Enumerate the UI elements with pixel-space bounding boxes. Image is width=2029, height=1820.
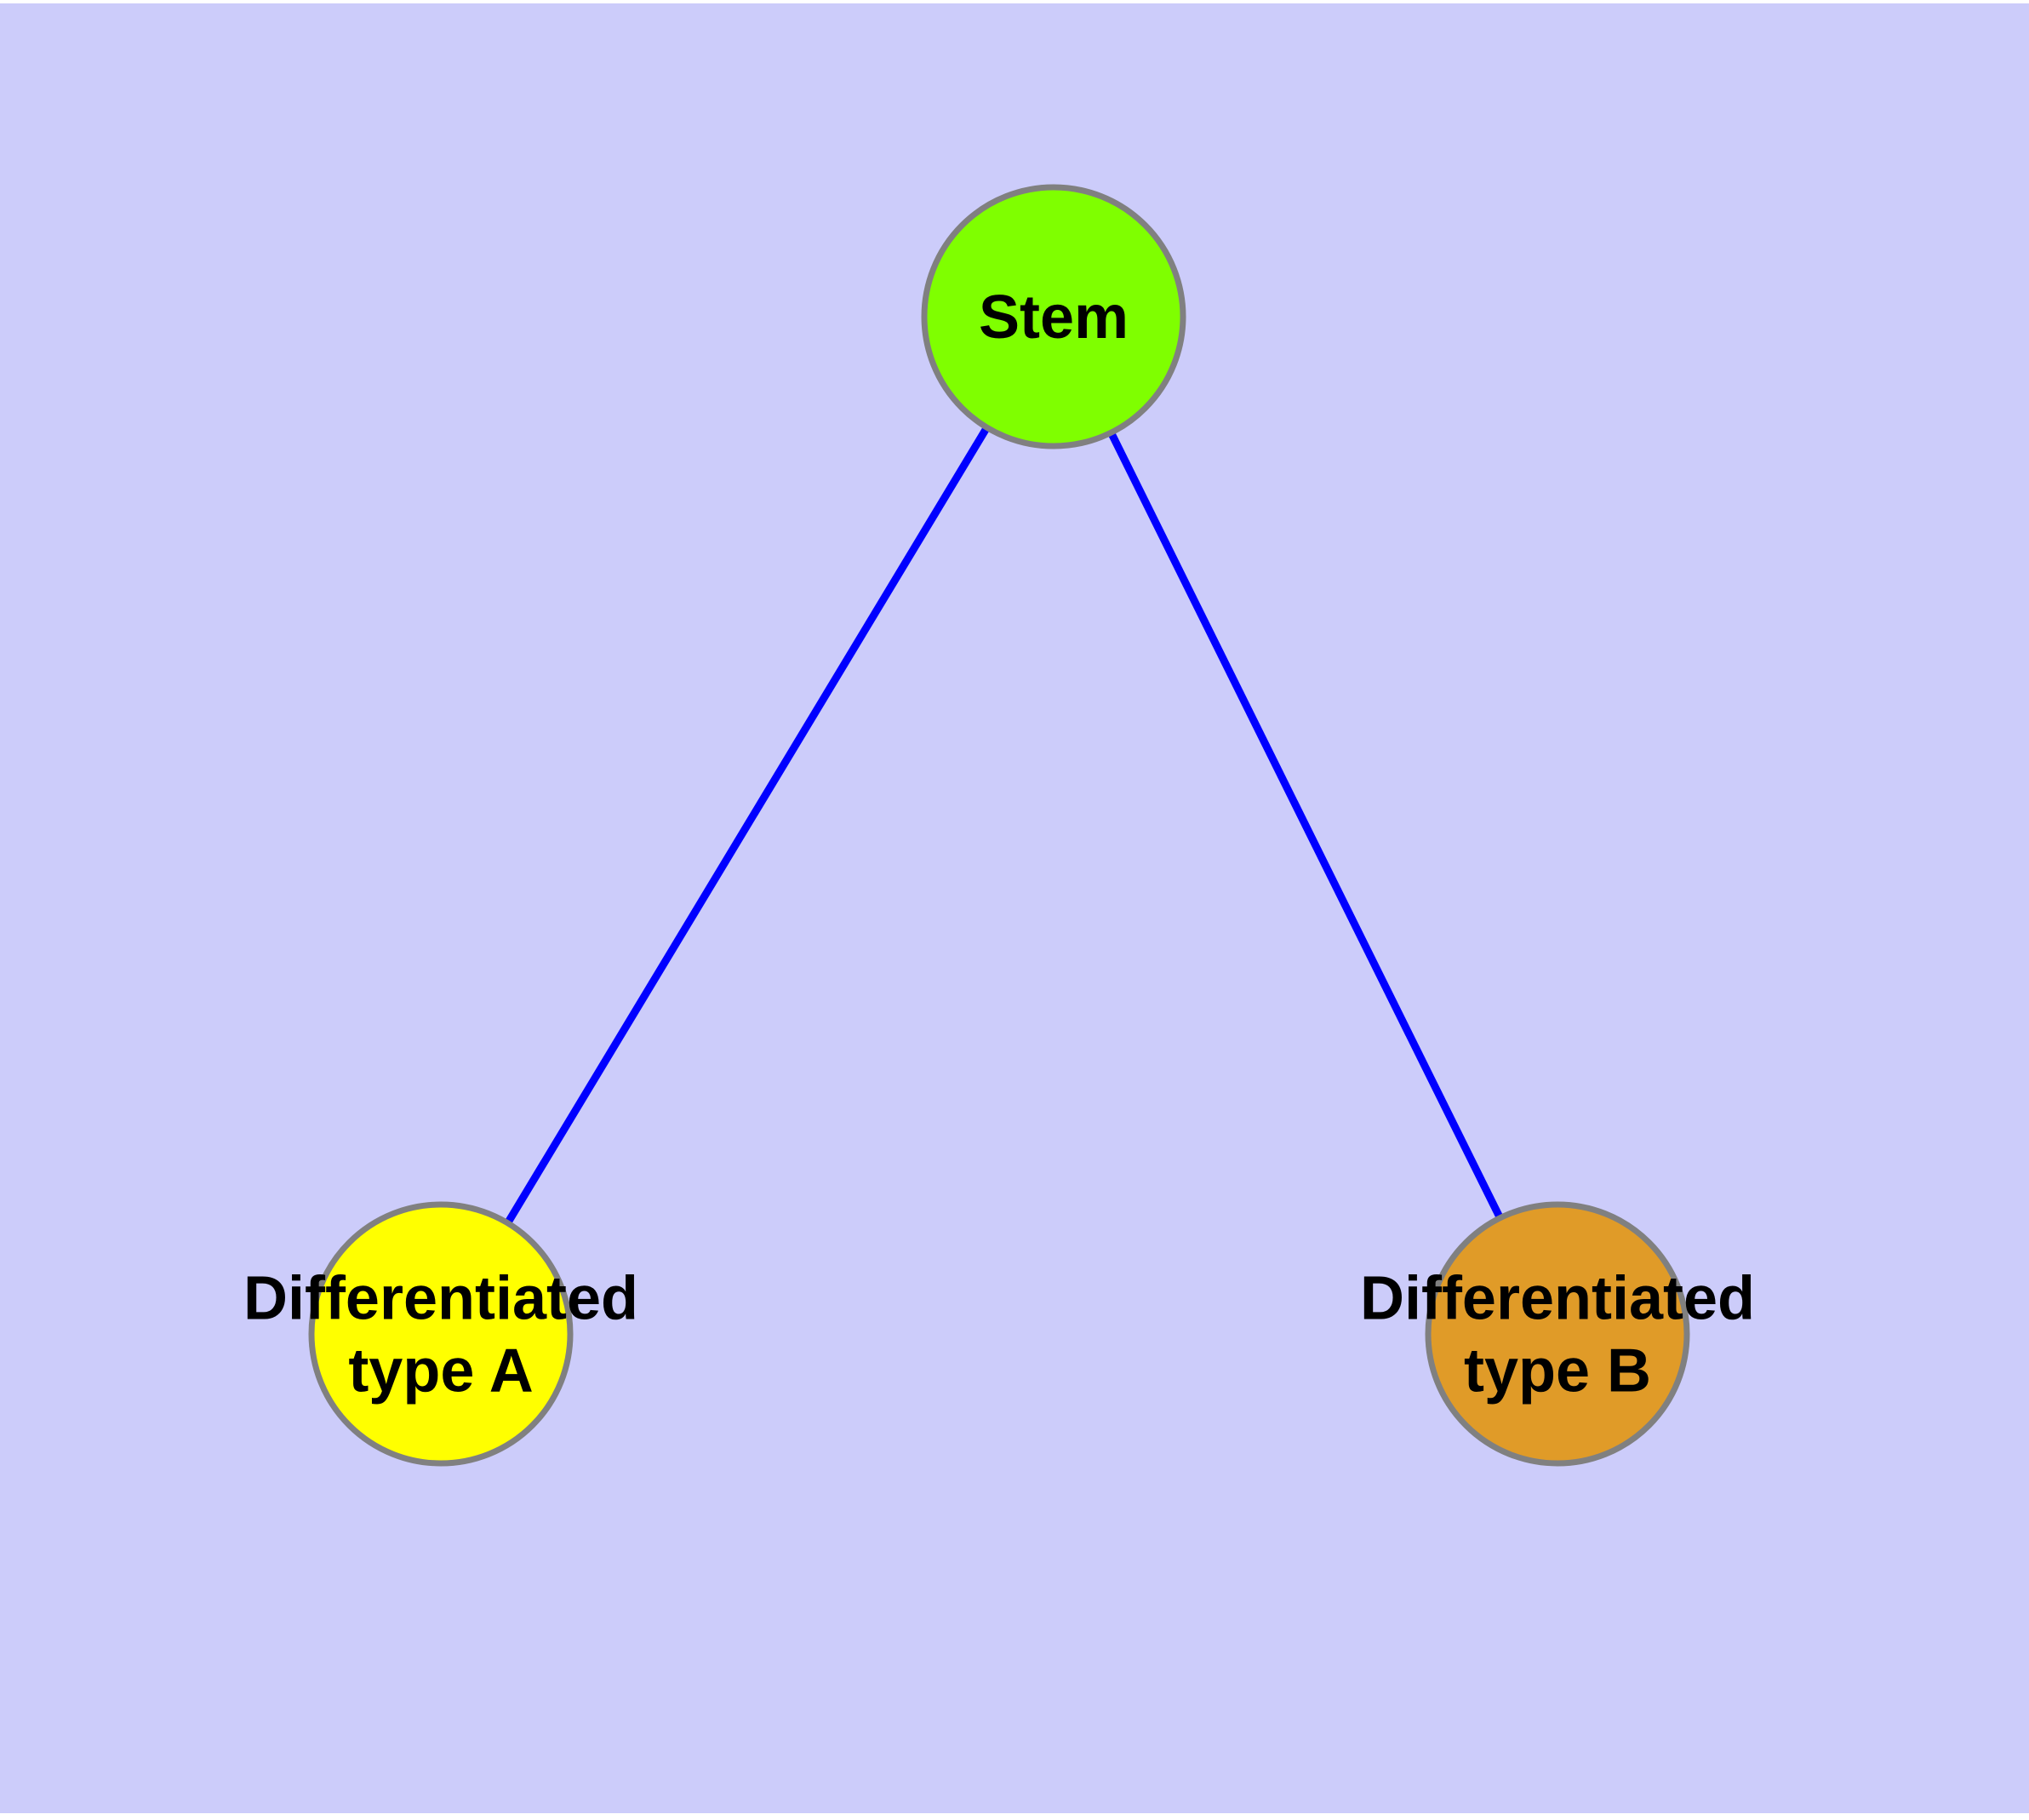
node-label-stem: Stem (979, 283, 1129, 352)
node-label-line: Stem (979, 283, 1129, 352)
graph-node-stem[interactable] (921, 184, 1186, 449)
graph-node-diff_a[interactable] (308, 1201, 574, 1467)
graph-edge-stem-diff_b[interactable] (1049, 315, 1562, 1336)
node-label-line: Differentiated (243, 1265, 638, 1333)
node-label-line: Differentiated (1360, 1265, 1755, 1333)
node-label-line: type B (1464, 1337, 1651, 1405)
graph-node-diff_b[interactable] (1425, 1201, 1690, 1467)
nodes-layer (308, 184, 1690, 1467)
graph-edge-stem-diff_a[interactable] (437, 314, 1057, 1336)
edges-layer (437, 314, 1562, 1336)
node-label-line: type A (348, 1337, 533, 1405)
